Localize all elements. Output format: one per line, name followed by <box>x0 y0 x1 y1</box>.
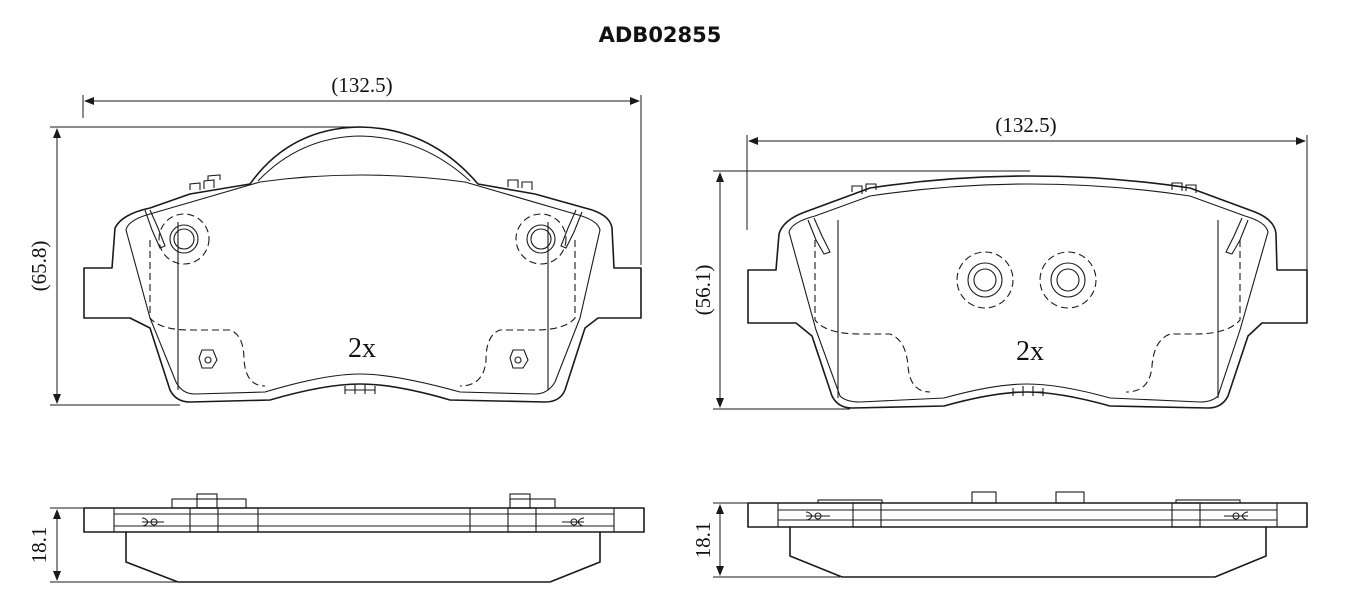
right-height-label: (56.1) <box>691 265 715 316</box>
right-pad-front-view: (132.5) (56.1) 2x <box>691 113 1308 410</box>
left-pad-front-view: (132.5) (65.8) <box>27 73 642 406</box>
left-pad-side-view: 18.1 <box>27 493 645 583</box>
left-width-label: (132.5) <box>331 73 392 97</box>
right-thickness-label: 18.1 <box>691 522 715 559</box>
left-height-label: (65.8) <box>27 241 51 292</box>
right-quantity-label: 2x <box>1016 336 1044 367</box>
left-thickness-label: 18.1 <box>27 527 51 564</box>
right-pad-side-view: 18.1 <box>691 491 1308 578</box>
part-number-title: ADB02855 <box>599 23 722 47</box>
left-quantity-label: 2x <box>348 333 376 364</box>
right-width-label: (132.5) <box>995 113 1056 137</box>
